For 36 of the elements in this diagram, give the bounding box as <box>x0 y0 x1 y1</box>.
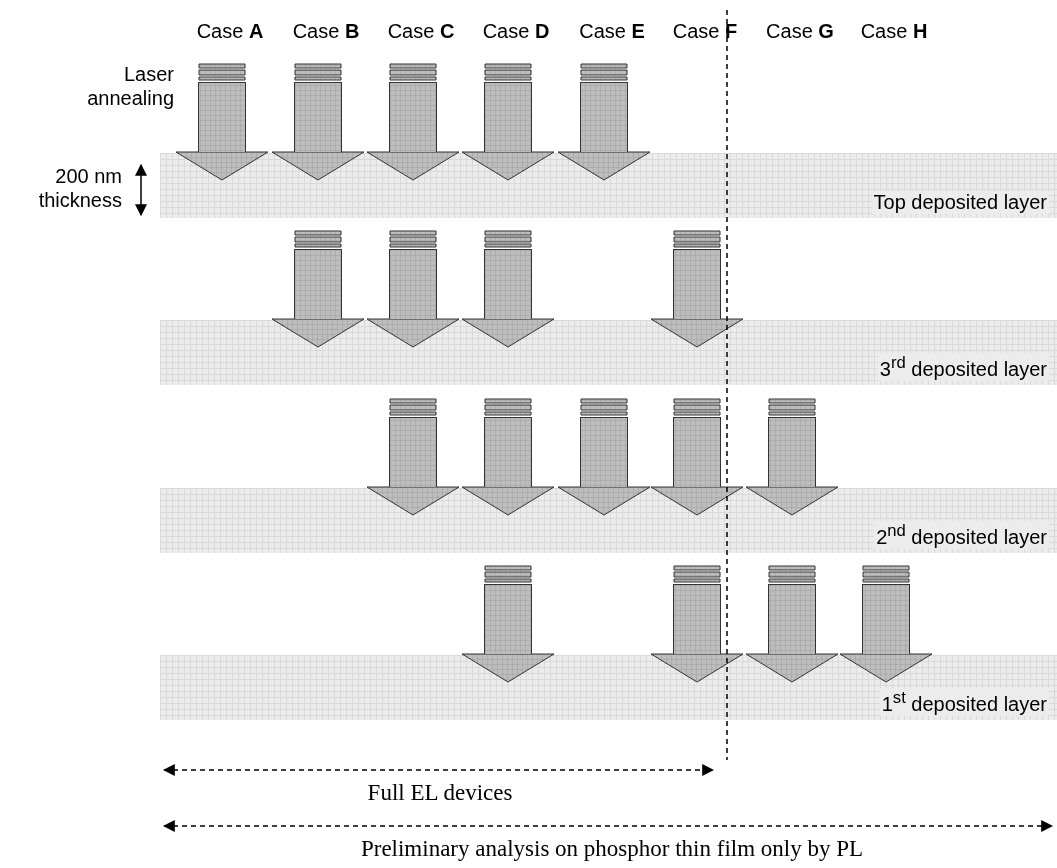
layer-label: Top deposited layer <box>871 191 1049 214</box>
laser-arrow <box>461 398 555 516</box>
laser-arrow <box>650 398 744 516</box>
range-label: Preliminary analysis on phosphor thin film only by PL <box>360 836 864 862</box>
case-label: Case E <box>579 20 645 43</box>
laser-arrow <box>366 398 460 516</box>
case-label: Case B <box>292 20 360 43</box>
dimension-label: 200 nm thickness <box>37 164 122 212</box>
laser-arrow <box>557 63 651 181</box>
layer-band <box>160 655 1057 720</box>
layer-label: 1$^{st}$ deposited layer <box>879 688 1049 716</box>
case-label: Case C <box>387 20 455 43</box>
range-label: Full EL devices <box>367 780 513 806</box>
layer-label: 2$^{nd}$ deposited layer <box>874 521 1049 549</box>
layer-band <box>160 320 1057 385</box>
laser-arrow <box>461 63 555 181</box>
layer-label: 3$^{rd}$ deposited layer <box>877 353 1049 381</box>
laser-arrow <box>366 230 460 348</box>
laser-arrow <box>839 565 933 683</box>
case-label: Case A <box>196 20 264 43</box>
laser-arrow <box>271 230 365 348</box>
laser-arrow <box>650 565 744 683</box>
laser-arrow <box>175 63 269 181</box>
process-label: Laser annealing <box>86 62 174 110</box>
laser-arrow <box>461 565 555 683</box>
laser-arrow <box>745 398 839 516</box>
laser-arrow <box>366 63 460 181</box>
laser-arrow <box>557 398 651 516</box>
case-label: Case D <box>482 20 550 43</box>
case-label: Case F <box>672 20 738 43</box>
laser-arrow <box>461 230 555 348</box>
laser-arrow <box>745 565 839 683</box>
case-label: Case G <box>766 20 834 43</box>
case-label: Case H <box>860 20 928 43</box>
laser-arrow <box>650 230 744 348</box>
laser-arrow <box>271 63 365 181</box>
